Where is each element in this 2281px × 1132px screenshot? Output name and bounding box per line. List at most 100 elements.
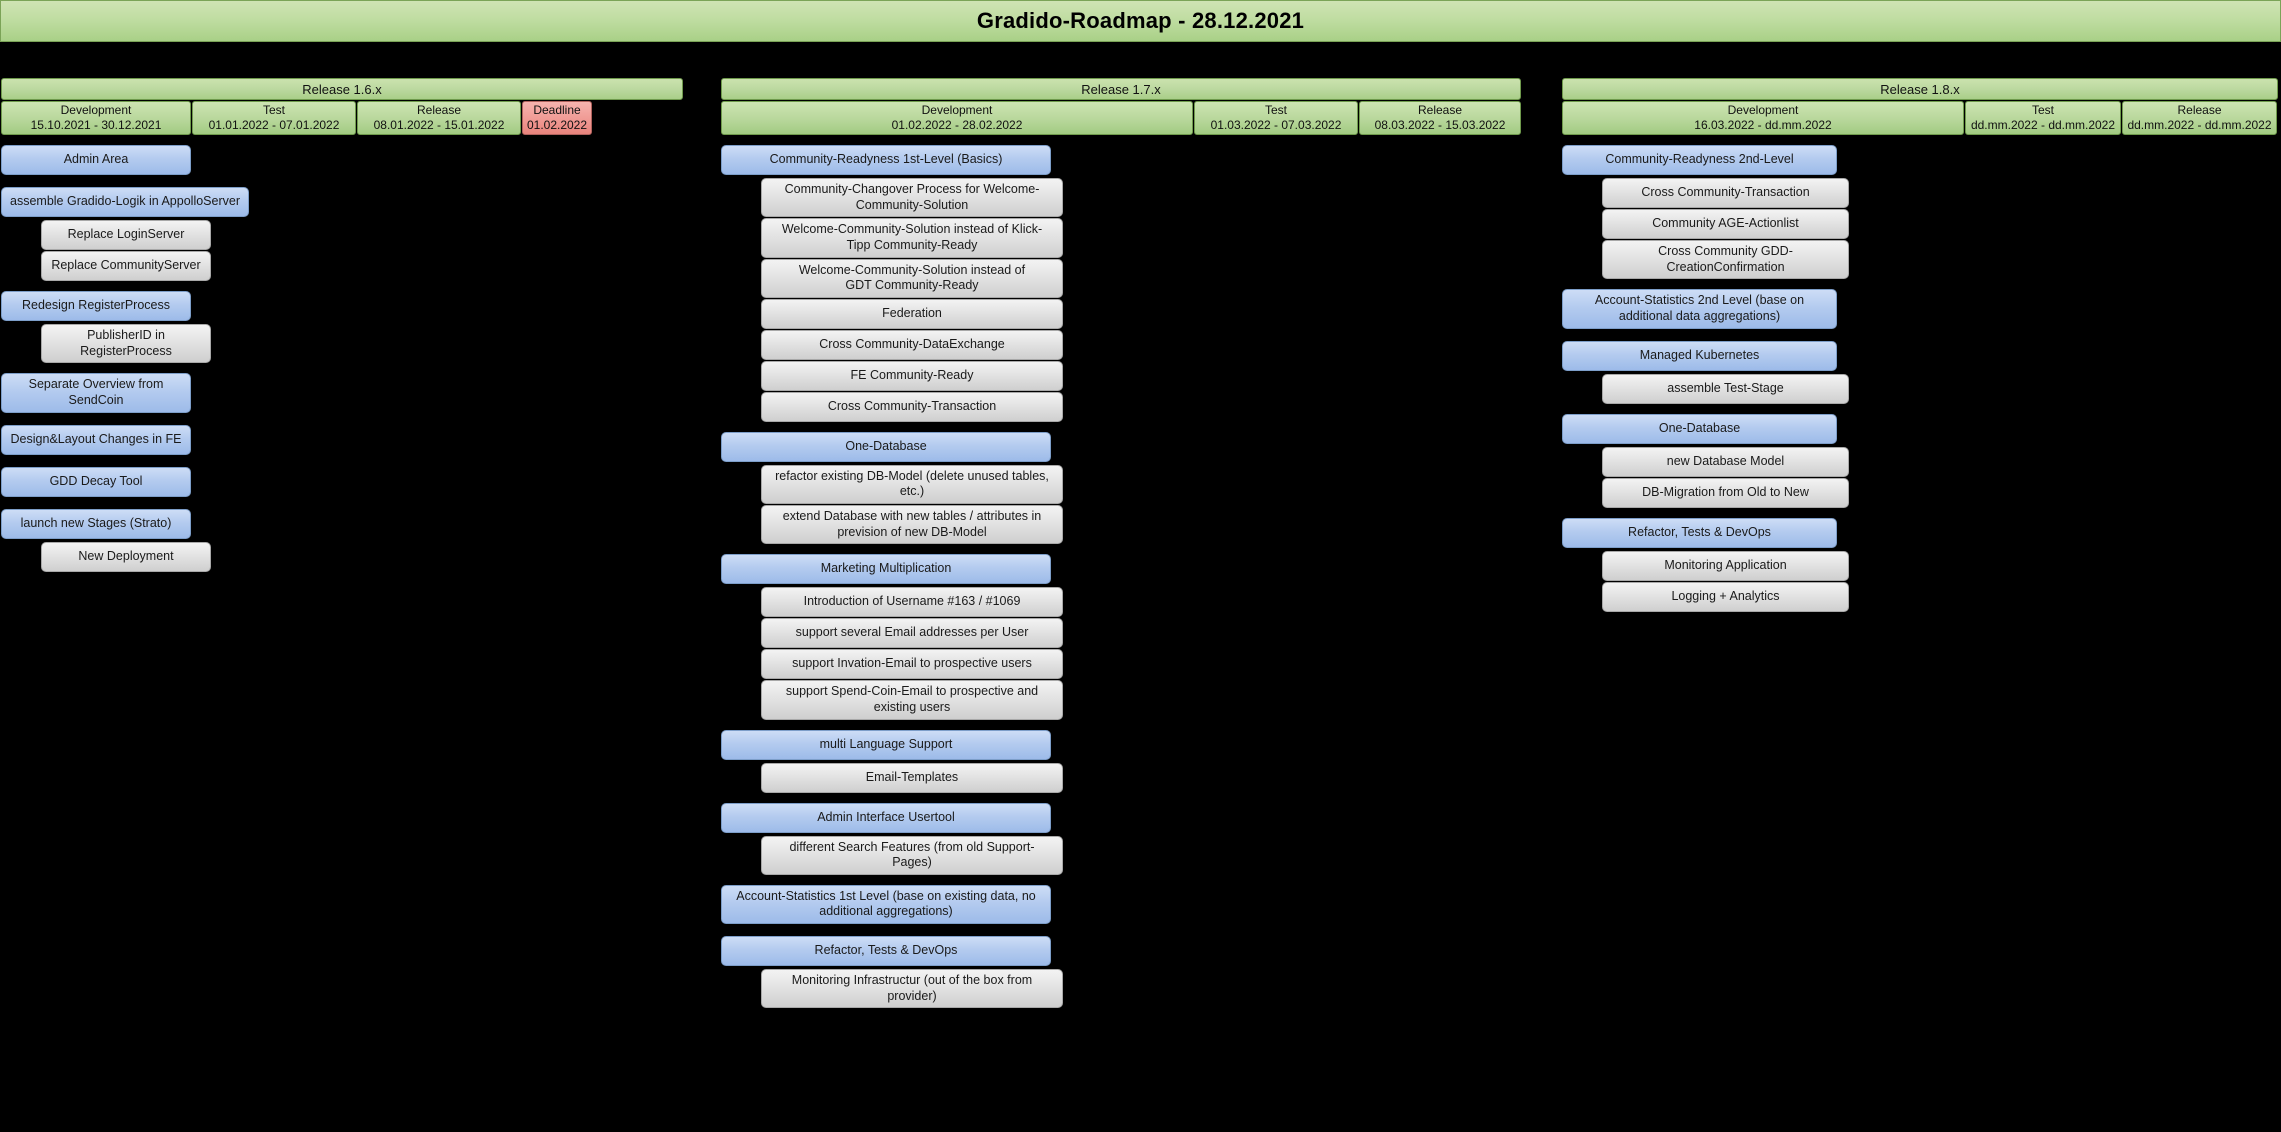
epic-task-box[interactable]: Marketing Multiplication bbox=[721, 554, 1051, 585]
sub-task-box[interactable]: different Search Features (from old Supp… bbox=[761, 835, 1063, 875]
task-label: Monitoring Infrastructur (out of the box… bbox=[791, 973, 1033, 1003]
sub-task-box[interactable]: extend Database with new tables / attrib… bbox=[761, 505, 1063, 545]
task-label: Cross Community GDD-CreationConfirmation bbox=[1658, 244, 1793, 274]
release-label: Release 1.8.x bbox=[1880, 81, 1960, 97]
release-header-0: Release 1.6.x bbox=[1, 78, 683, 100]
epic-task-box[interactable]: Refactor, Tests & DevOps bbox=[721, 936, 1051, 966]
task-label: New Deployment bbox=[78, 548, 174, 563]
epic-task-box[interactable]: Account-Statistics 1st Level (base on ex… bbox=[721, 884, 1051, 924]
sub-task-box[interactable]: DB-Migration from Old to New bbox=[1602, 477, 1849, 508]
phase-name: Release bbox=[416, 103, 462, 117]
sub-task-box[interactable]: Cross Community GDD-CreationConfirmation bbox=[1602, 240, 1849, 280]
epic-task-box[interactable]: GDD Decay Tool bbox=[1, 466, 191, 497]
sub-task-box[interactable]: support Invation-Email to prospective us… bbox=[761, 649, 1063, 680]
task-label: Refactor, Tests & DevOps bbox=[814, 943, 958, 958]
epic-task-box[interactable]: assemble Gradido-Logik in AppolloServer bbox=[1, 187, 249, 217]
phase-dates: 01.02.2022 bbox=[526, 118, 588, 132]
sub-task-box[interactable]: Replace LoginServer bbox=[41, 220, 211, 250]
epic-task-box[interactable]: Managed Kubernetes bbox=[1562, 340, 1837, 371]
sub-task-box[interactable]: Cross Community-Transaction bbox=[1602, 178, 1849, 208]
sub-task-box[interactable]: Cross Community-Transaction bbox=[761, 391, 1063, 422]
epic-task-box[interactable]: One-Database bbox=[1562, 413, 1837, 444]
epic-task-box[interactable]: Community-Readyness 2nd-Level bbox=[1562, 145, 1837, 175]
sub-task-box[interactable]: Welcome-Community-Solution instead of GD… bbox=[761, 258, 1063, 298]
phase-name: Test bbox=[1264, 103, 1287, 117]
task-label: Account-Statistics 1st Level (base on ex… bbox=[736, 888, 1036, 919]
epic-task-box[interactable]: Admin Area bbox=[1, 145, 191, 175]
task-label: support Invation-Email to prospective us… bbox=[792, 656, 1032, 671]
task-label: GDD Decay Tool bbox=[49, 473, 143, 488]
epic-task-box[interactable]: Redesign RegisterProcess bbox=[1, 291, 191, 321]
task-label: Cross Community-Transaction bbox=[1641, 185, 1810, 200]
epic-task-box[interactable]: Design&Layout Changes in FE bbox=[1, 424, 191, 455]
sub-task-box[interactable]: Replace CommunityServer bbox=[41, 251, 211, 281]
task-label: support Spend-Coin-Email to prospective … bbox=[785, 684, 1039, 714]
task-label: assemble Test-Stage bbox=[1667, 380, 1784, 395]
epic-task-box[interactable]: Admin Interface Usertool bbox=[721, 802, 1051, 833]
task-label: Introduction of Username #163 / #1069 bbox=[803, 594, 1021, 609]
sub-task-box[interactable]: FE Community-Ready bbox=[761, 360, 1063, 391]
sub-task-box[interactable]: assemble Test-Stage bbox=[1602, 373, 1849, 404]
group-separator bbox=[721, 545, 1521, 554]
task-label: Replace CommunityServer bbox=[51, 258, 201, 273]
task-label: Admin Interface Usertool bbox=[817, 809, 955, 824]
phase-name: Release bbox=[2177, 103, 2222, 117]
phase-dates: 01.02.2022 - 28.02.2022 bbox=[891, 118, 1023, 132]
sub-task-box[interactable]: Community-Changover Process for Welcome-… bbox=[761, 178, 1063, 218]
sub-task-box[interactable]: refactor existing DB-Model (delete unuse… bbox=[761, 464, 1063, 504]
sub-task-box[interactable]: Federation bbox=[761, 298, 1063, 329]
epic-task-box[interactable]: One-Database bbox=[721, 431, 1051, 462]
task-label: FE Community-Ready bbox=[850, 367, 974, 382]
sub-task-box[interactable]: Email-Templates bbox=[761, 762, 1063, 793]
sub-task-box[interactable]: New Deployment bbox=[41, 541, 211, 572]
epic-task-box[interactable]: Community-Readyness 1st-Level (Basics) bbox=[721, 145, 1051, 175]
sub-task-box[interactable]: Community AGE-Actionlist bbox=[1602, 209, 1849, 239]
sub-task-box[interactable]: Introduction of Username #163 / #1069 bbox=[761, 587, 1063, 618]
task-label: Monitoring Application bbox=[1664, 557, 1787, 572]
group-separator bbox=[1, 282, 683, 291]
sub-task-box[interactable]: support Spend-Coin-Email to prospective … bbox=[761, 680, 1063, 720]
group-separator bbox=[1562, 280, 2278, 289]
group-separator bbox=[1562, 332, 2278, 341]
task-label: Community-Readyness 2nd-Level bbox=[1605, 152, 1794, 167]
release-label: Release 1.7.x bbox=[1081, 81, 1161, 97]
epic-task-box[interactable]: Account-Statistics 2nd Level (base on ad… bbox=[1562, 289, 1837, 329]
sub-task-box[interactable]: Monitoring Infrastructur (out of the box… bbox=[761, 969, 1063, 1009]
phase-dates: 01.03.2022 - 07.03.2022 bbox=[1210, 118, 1342, 132]
sub-task-box[interactable]: support several Email addresses per User bbox=[761, 618, 1063, 649]
task-label: One-Database bbox=[845, 438, 927, 453]
sub-task-box[interactable]: Cross Community-DataExchange bbox=[761, 329, 1063, 360]
task-label: new Database Model bbox=[1666, 453, 1785, 468]
sub-task-box[interactable]: Welcome-Community-Solution instead of Kl… bbox=[761, 218, 1063, 258]
sub-task-box[interactable]: new Database Model bbox=[1602, 446, 1849, 477]
task-label: Cross Community-DataExchange bbox=[819, 336, 1005, 351]
epic-task-box[interactable]: Separate Overview from SendCoin bbox=[1, 373, 191, 413]
group-separator bbox=[1, 364, 683, 373]
epic-task-box[interactable]: Refactor, Tests & DevOps bbox=[1562, 517, 1837, 548]
epic-task-box[interactable]: multi Language Support bbox=[721, 729, 1051, 760]
task-label: Redesign RegisterProcess bbox=[22, 298, 170, 313]
task-label: One-Database bbox=[1658, 420, 1741, 435]
group-separator bbox=[721, 721, 1521, 730]
group-separator bbox=[1, 500, 683, 509]
phase-dates: 15.10.2021 - 30.12.2021 bbox=[30, 118, 162, 132]
page-title: Gradido-Roadmap - 28.12.2021 bbox=[976, 8, 1305, 33]
task-label: Managed Kubernetes bbox=[1639, 347, 1760, 362]
release-header-1: Release 1.7.x bbox=[721, 78, 1521, 100]
phase-dates: 01.01.2022 - 07.01.2022 bbox=[208, 118, 340, 132]
epic-task-box[interactable]: launch new Stages (Strato) bbox=[1, 508, 191, 539]
sub-task-box[interactable]: Monitoring Application bbox=[1602, 550, 1849, 581]
sub-task-box[interactable]: Logging + Analytics bbox=[1602, 581, 1849, 612]
group-separator bbox=[721, 423, 1521, 432]
sub-task-box[interactable]: PublisherID in RegisterProcess bbox=[41, 324, 211, 364]
task-label: support several Email addresses per User bbox=[795, 625, 1029, 640]
